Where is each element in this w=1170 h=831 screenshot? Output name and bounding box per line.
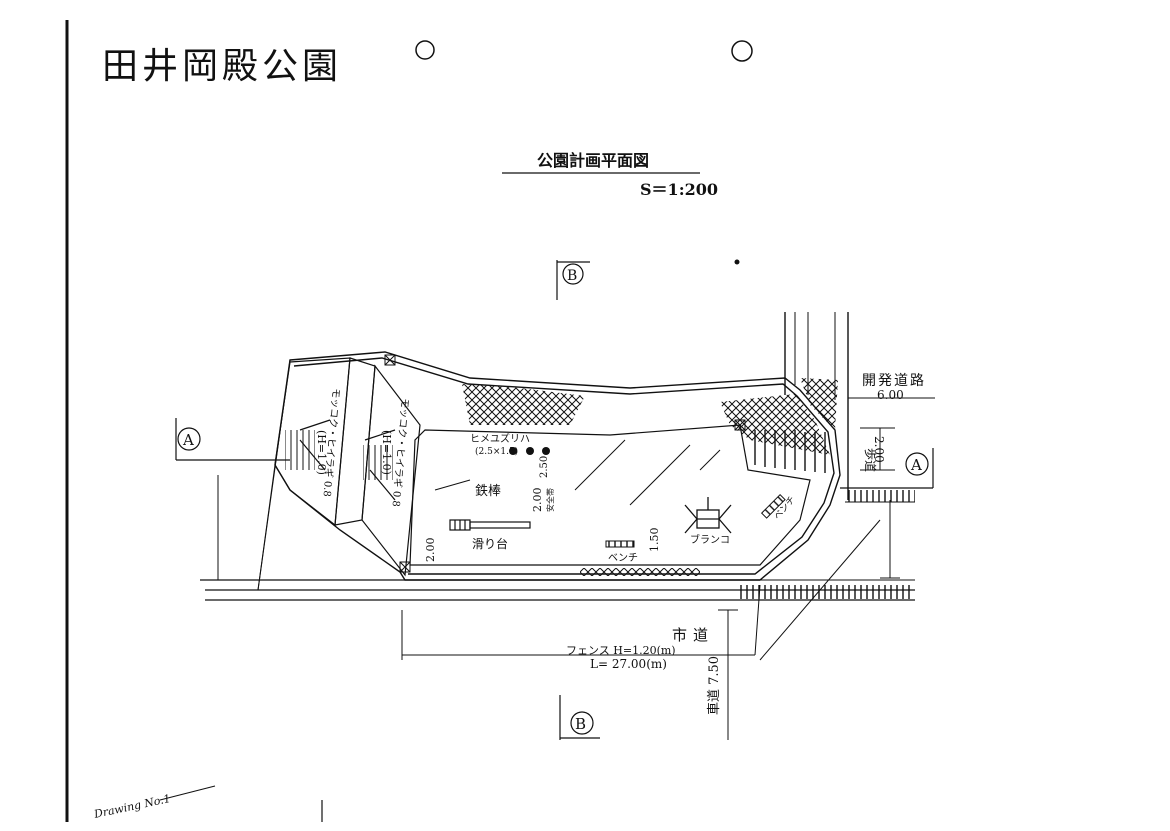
development-road: [784, 312, 935, 503]
fence-spec-label: フェンス H=1.20(m): [566, 644, 676, 657]
development-road-width: 6.00: [877, 388, 904, 402]
section-a-right-label: A: [910, 456, 922, 474]
bench-1-symbol: [605, 540, 635, 548]
municipal-road: [200, 579, 915, 601]
fence-post-nw: [384, 354, 396, 366]
slide-symbol: [449, 519, 531, 531]
plan-scale: S＝1:200: [640, 180, 718, 199]
planting-hatch-south: [580, 568, 700, 576]
slide-label: 滑り台: [472, 536, 508, 551]
dim-safety-zone: 安全帯: [545, 488, 555, 512]
park-name-title: 田井岡殿公園: [102, 46, 342, 87]
sheet-number: Drawing No.1: [92, 792, 172, 821]
section-b-top-label: B: [567, 268, 577, 284]
sidewalk-dimension: [860, 427, 900, 579]
sidewalk-label: 歩道: [863, 448, 878, 472]
dim-2-50: 2.50: [539, 456, 550, 478]
fence-dimension: [401, 519, 881, 661]
trees-label: ヒメユズリハ: [470, 432, 530, 445]
sheet-number-underline: [159, 785, 216, 801]
planting-left-1-label: (H=1.0): [315, 430, 328, 475]
planting-hatch-north: [462, 384, 585, 425]
planting-hatch-right: [363, 445, 393, 480]
park-boundary: [274, 351, 841, 581]
punch-hole-right: [731, 40, 753, 62]
planting-hatch-corner: [800, 378, 838, 430]
planting-hatch-left: [285, 430, 315, 470]
section-mark-b-top: B: [556, 260, 590, 300]
fence-post-ne: [734, 419, 746, 431]
fence-post-sw: [399, 561, 411, 573]
entrance-steps: [754, 430, 826, 473]
section-b-bottom-label: B: [575, 715, 586, 733]
tree-symbol-1: [509, 447, 517, 455]
sidewalk-width-label: 2.00: [872, 436, 886, 463]
bench-1-label: ベンチ: [608, 552, 638, 564]
tree-symbols: [509, 447, 550, 455]
dim-1-50: 1.50: [648, 528, 661, 553]
bench-2-symbol: [760, 493, 786, 519]
section-mark-b-bottom: B: [559, 695, 600, 740]
dim-2-00-b: 2.00: [531, 488, 544, 513]
play-area-boundary: [409, 424, 811, 566]
section-mark-a-right: A: [840, 448, 934, 489]
play-area-markings: [574, 439, 721, 506]
ink-dot: [734, 259, 740, 265]
swing-symbol: [684, 497, 732, 534]
horizontal-bar-label: 鉄棒: [475, 484, 501, 499]
carriageway-width-label: 車道 7.50: [707, 656, 722, 715]
neighbor-boundary-lines: [217, 359, 291, 591]
punch-hole-left: [415, 40, 435, 60]
development-road-label: 開発道路: [862, 373, 926, 389]
swing-label: ブランコ: [690, 533, 730, 546]
planting-left-2-label: (H=1.0): [380, 430, 393, 475]
planting-hatch-northeast: [720, 394, 830, 455]
municipal-road-label: 市道: [672, 626, 714, 644]
horizontal-bar-leader: [434, 479, 471, 491]
tree-symbol-3: [542, 447, 550, 455]
tree-symbol-2: [526, 447, 534, 455]
section-mark-a-left: A: [175, 418, 290, 461]
fence-length-label: L= 27.00(m): [590, 657, 667, 671]
trees-spec-label: (2.5×1.5): [475, 446, 518, 457]
dim-2-00-a: 2.00: [424, 538, 437, 563]
plan-title: 公園計画平面図: [537, 151, 649, 170]
section-a-left-label: A: [182, 431, 194, 449]
